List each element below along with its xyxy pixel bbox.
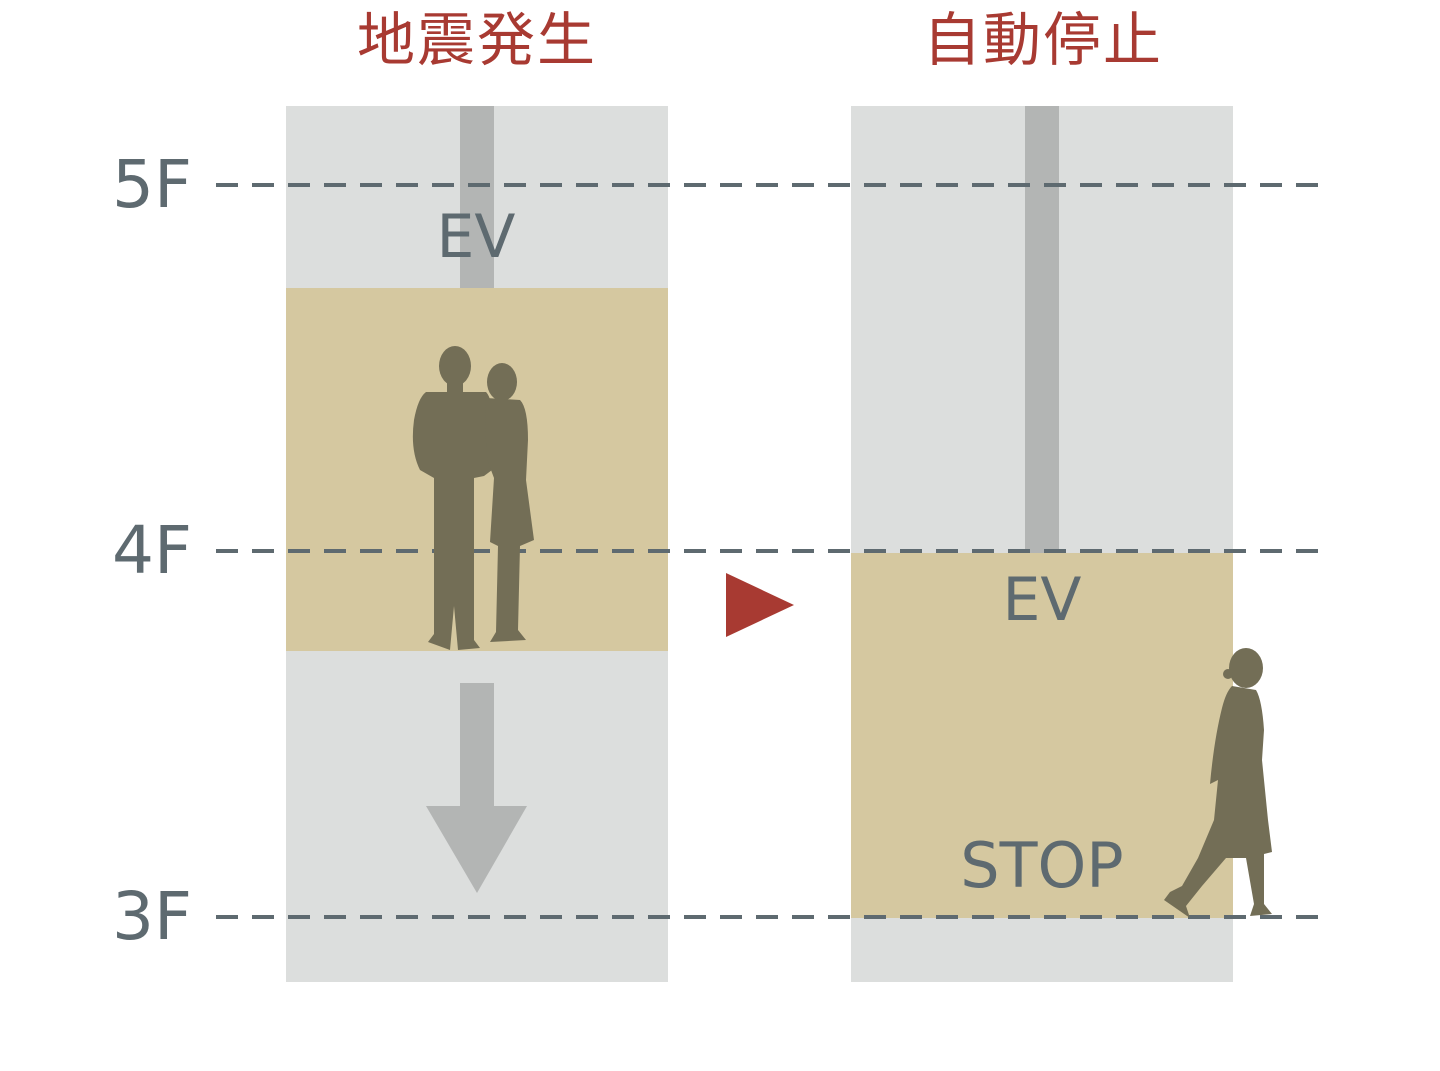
stop-label: STOP (960, 829, 1124, 902)
title-earthquake: 地震発生 (356, 6, 597, 74)
right-elevator-car (851, 553, 1233, 918)
floor-label-3f: 3F (112, 878, 192, 955)
left-cable (460, 106, 494, 288)
right-cable (1025, 106, 1059, 553)
arrow-down-icon (426, 806, 527, 893)
arrow-down-shaft (460, 683, 494, 808)
floor-label-5f: 5F (112, 146, 192, 223)
right-ev-label: EV (1002, 565, 1082, 635)
triangle-right-icon (726, 573, 794, 637)
right-shaft (851, 106, 1233, 982)
left-ev-label: EV (436, 202, 516, 272)
woman-walking-silhouette-icon (1164, 648, 1272, 918)
couple-silhouette-icon (412, 346, 534, 650)
title-auto-stop: 自動停止 (922, 6, 1163, 74)
floor-label-4f: 4F (112, 512, 192, 589)
